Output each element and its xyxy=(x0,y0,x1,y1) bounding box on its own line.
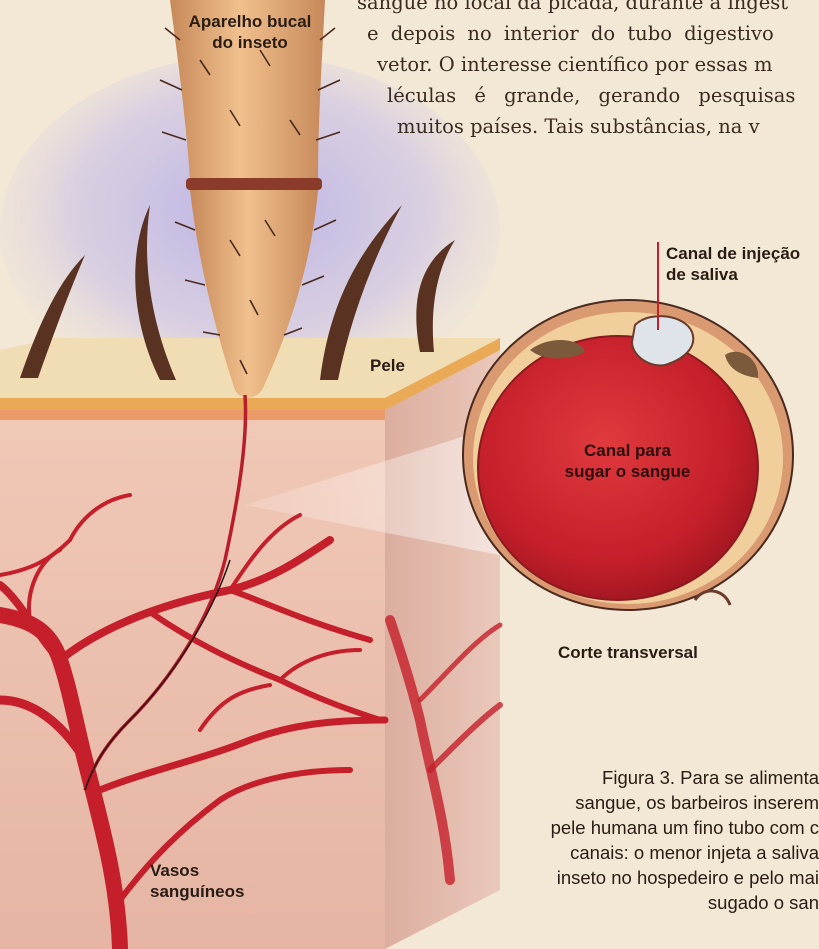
mouthparts-label: Aparelho bucal do inseto xyxy=(170,11,330,53)
article-line: e depois no interior do tubo digestivo xyxy=(367,18,774,49)
saliva-canal-label-line: de saliva xyxy=(666,264,800,285)
blood-canal-label: Canal para sugar o sangue xyxy=(540,440,715,482)
article-line: léculas é grande, gerando pesquisas xyxy=(387,80,795,111)
article-line: vetor. O interesse científico por essas … xyxy=(377,49,773,80)
caption-line: canais: o menor injeta a saliva xyxy=(570,840,819,866)
article-line: sangue no local da picada, durante a ing… xyxy=(357,0,788,18)
caption-line: Figura 3. Para se alimenta xyxy=(602,765,819,791)
caption-line: inseto no hospedeiro e pelo mai xyxy=(557,865,819,891)
article-line: muitos países. Tais substâncias, na v xyxy=(397,111,760,142)
caption-line: sangue, os barbeiros inserem xyxy=(575,790,819,816)
skin-label: Pele xyxy=(370,355,405,376)
caption-line: pele humana um fino tubo com c xyxy=(551,815,819,841)
caption-line: sugado o san xyxy=(708,890,819,916)
saliva-canal-label: Canal de injeção de saliva xyxy=(666,243,800,285)
mouthparts-label-line: Aparelho bucal xyxy=(170,11,330,32)
blood-vessels-label: Vasos sanguíneos xyxy=(150,860,244,902)
blood-canal-label-line: sugar o sangue xyxy=(540,461,715,482)
blood-canal-label-line: Canal para xyxy=(540,440,715,461)
mouthparts-label-line: do inseto xyxy=(170,32,330,53)
blood-vessels-label-line: sanguíneos xyxy=(150,881,244,902)
blood-vessels-label-line: Vasos xyxy=(150,860,244,881)
cross-section-label: Corte transversal xyxy=(558,642,698,663)
saliva-canal-label-line: Canal de injeção xyxy=(666,243,800,264)
